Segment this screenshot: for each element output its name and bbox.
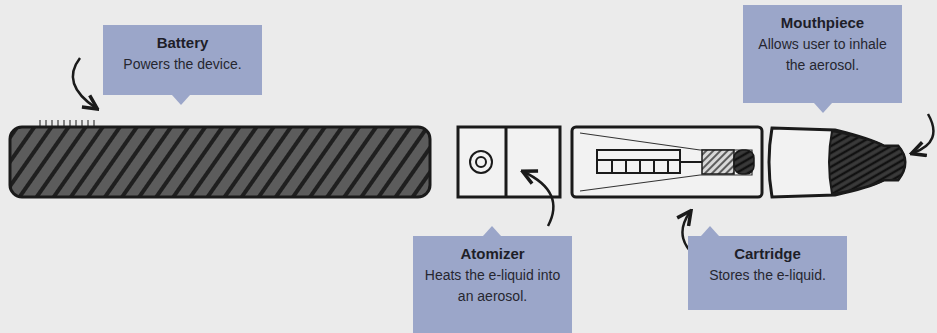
callout-heading: Atomizer bbox=[421, 243, 564, 265]
callout-notch bbox=[814, 103, 832, 113]
cartridge-wick bbox=[597, 150, 680, 173]
battery-knurl bbox=[40, 120, 94, 127]
cartridge-body bbox=[572, 127, 762, 197]
callout-box: MouthpieceAllows user to inhale the aero… bbox=[743, 5, 902, 103]
cartridge-tank bbox=[580, 133, 752, 191]
callout-heading: Mouthpiece bbox=[751, 12, 894, 34]
callout-heading: Cartridge bbox=[696, 243, 839, 265]
callout-notch bbox=[172, 95, 190, 105]
callout-heading: Battery bbox=[111, 32, 254, 54]
battery-body bbox=[10, 127, 430, 197]
mouthpiece-body bbox=[769, 128, 905, 197]
atomizer-contact-inner bbox=[476, 157, 486, 167]
callout-notch bbox=[483, 226, 501, 236]
atomizer-divider bbox=[505, 127, 508, 197]
pointer-arrow bbox=[73, 58, 96, 108]
callout-box: CartridgeStores the e-liquid. bbox=[688, 236, 847, 310]
mouthpiece-tip bbox=[829, 131, 905, 194]
cartridge-tube bbox=[680, 161, 702, 163]
callout-body: Heats the e-liquid into an aerosol. bbox=[421, 265, 564, 307]
callout-notch bbox=[172, 95, 190, 105]
callout-body: Powers the device. bbox=[111, 54, 254, 75]
callout-notch bbox=[814, 103, 832, 113]
callout-body: Stores the e-liquid. bbox=[696, 265, 839, 286]
atomizer-contact bbox=[470, 151, 492, 173]
pointer-arrow bbox=[524, 172, 553, 226]
cartridge-coil bbox=[702, 150, 734, 174]
pointer-arrow bbox=[913, 114, 933, 153]
cartridge-end bbox=[734, 150, 754, 174]
callout-body: Allows user to inhale the aerosol. bbox=[751, 34, 894, 76]
callout-notch bbox=[701, 226, 719, 236]
callout-box: AtomizerHeats the e-liquid into an aeros… bbox=[413, 236, 572, 333]
callout-notch bbox=[483, 226, 501, 236]
callout-box: BatteryPowers the device. bbox=[103, 25, 262, 95]
callout-notch bbox=[701, 226, 719, 236]
